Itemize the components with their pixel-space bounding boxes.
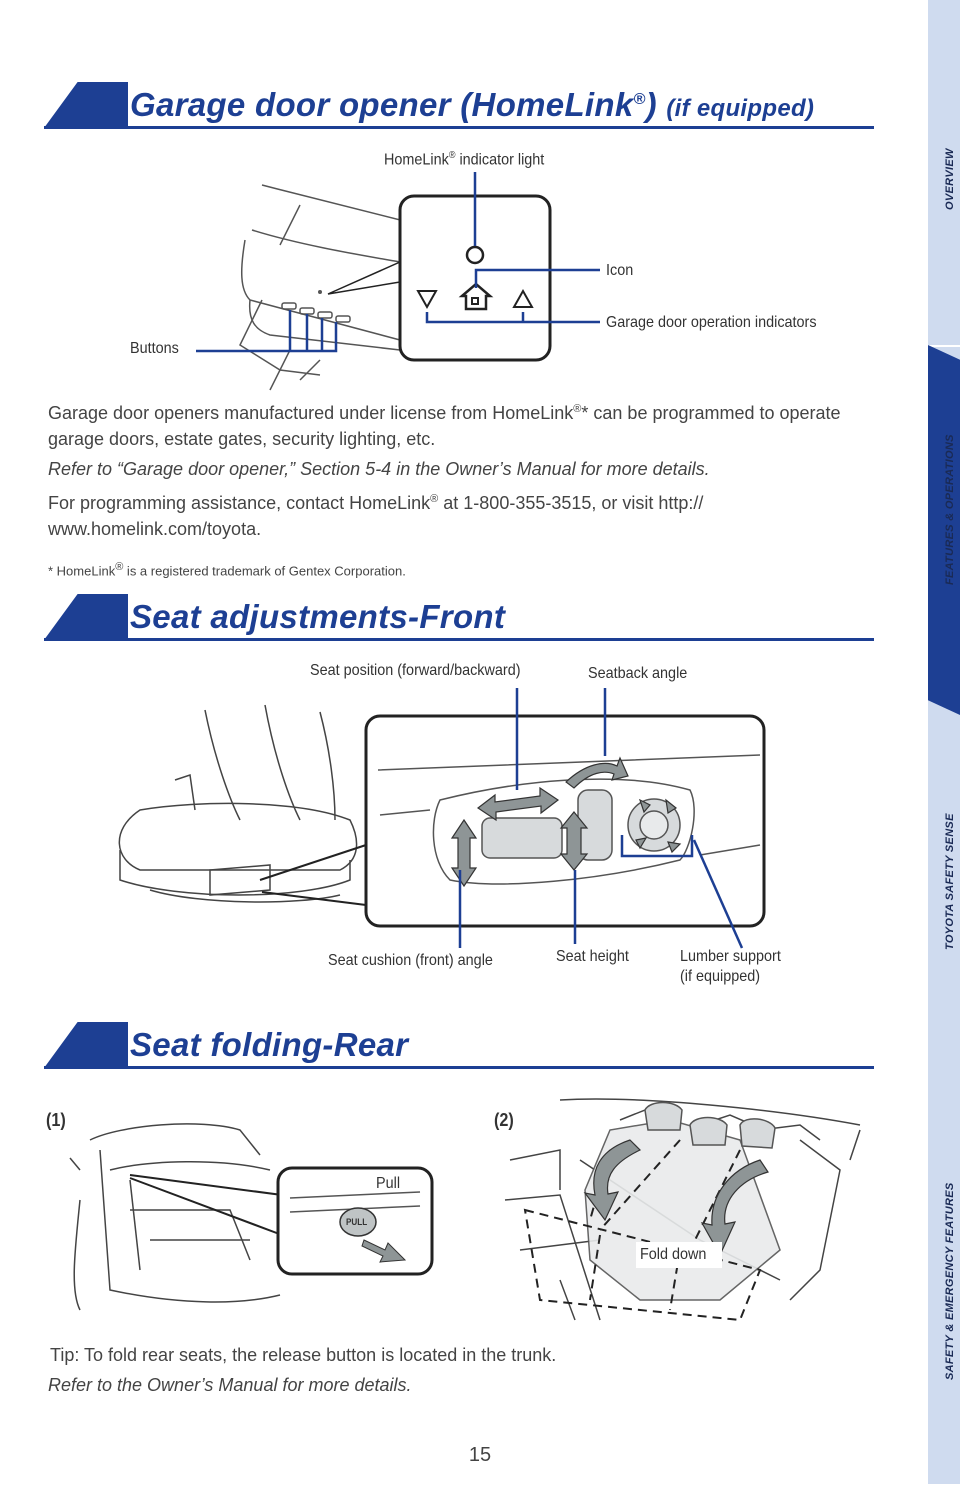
section-rule: [44, 126, 874, 129]
callout-indicator-light: HomeLink® indicator light: [384, 150, 545, 169]
sidebar-tab-overview[interactable]: [928, 0, 960, 347]
section-title: Seat adjustments-Front: [130, 598, 506, 635]
sidebar-tab-label: TOYOTA SAFETY SENSE: [944, 813, 956, 950]
callout-lumbar-if-equipped: (if equipped): [680, 968, 761, 985]
callout-seat-height: Seat height: [556, 948, 629, 965]
callout-buttons: Buttons: [130, 340, 179, 357]
callout-fold-down: Fold down: [640, 1246, 707, 1263]
section-rule: [44, 638, 874, 641]
sidebar-tab-toyota-safety-sense[interactable]: [928, 715, 960, 1092]
section-title: Garage door opener (HomeLink®) (if equip…: [130, 86, 815, 123]
callout-operation-indicators: Garage door operation indicators: [606, 314, 817, 331]
pull-release-button: [339, 1207, 377, 1237]
callout-lumbar-support: Lumber support: [680, 948, 781, 965]
rear-tip-text: Tip: To fold rear seats, the release but…: [50, 1345, 557, 1365]
callout-pull: Pull: [376, 1175, 401, 1192]
section-title: Seat folding-Rear: [130, 1026, 409, 1063]
step-label-1: (1): [46, 1110, 66, 1130]
pull-button-label: PULL: [346, 1217, 368, 1227]
sidebar-tab-label: OVERVIEW: [944, 148, 956, 210]
sidebar-tab-label: SAFETY & EMERGENCY FEATURES: [944, 1182, 956, 1380]
rear-refer-text: Refer to the Owner’s Manual for more det…: [48, 1375, 412, 1395]
garage-paragraph-3: For programming assistance, contact Home…: [48, 493, 704, 539]
page-number: 15: [468, 1444, 492, 1466]
step-label-2: (2): [494, 1110, 514, 1130]
home-icon: [458, 282, 494, 311]
garage-footnote: * HomeLink® is a registered trademark of…: [48, 561, 406, 579]
callout-seat-cushion-angle: Seat cushion (front) angle: [328, 952, 493, 969]
sidebar-tab-label: FEATURES & OPERATIONS: [944, 434, 956, 585]
callout-seatback-angle: Seatback angle: [588, 665, 688, 682]
section-rule: [44, 1066, 874, 1069]
garage-paragraph-2: Refer to “Garage door opener,” Section 5…: [48, 459, 710, 479]
sidebar-tab-features-operations[interactable]: [928, 345, 960, 715]
garage-paragraph-1: Garage door openers manufactured under l…: [48, 403, 841, 449]
callout-seat-position: Seat position (forward/backward): [310, 662, 521, 679]
callout-icon: Icon: [606, 262, 634, 279]
sidebar-tab-safety-emergency-features[interactable]: [928, 1090, 960, 1486]
